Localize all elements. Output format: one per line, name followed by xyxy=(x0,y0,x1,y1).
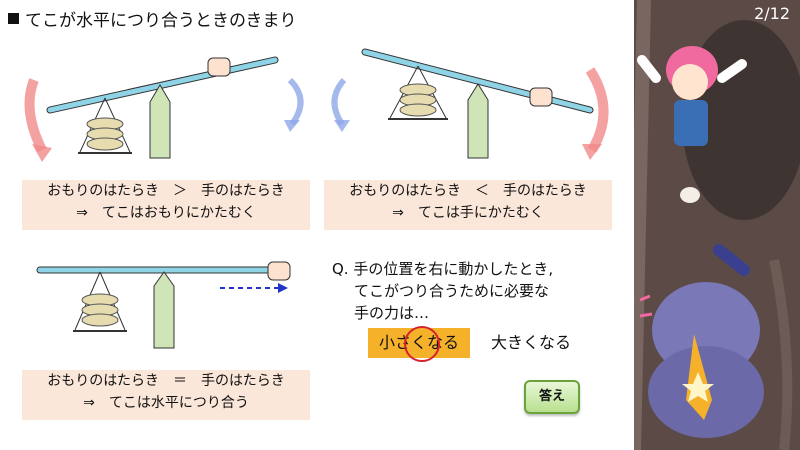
lever-diagram-weight-side xyxy=(24,56,304,162)
blue-rotate-arrow-icon xyxy=(287,77,304,126)
rule-2-line-2: ⇒ てこは手にかたむく xyxy=(392,205,544,221)
tree-characters-illustration xyxy=(634,0,800,450)
weight-stack xyxy=(78,97,132,154)
pink-rotate-arrow-icon-right xyxy=(585,67,609,153)
square-bullet-icon xyxy=(8,13,19,24)
lever-diagram-hand-side xyxy=(331,48,609,160)
page-title: てこが水平につり合うときのきまり xyxy=(8,6,297,31)
blue-rotate-arrow-icon-left xyxy=(331,77,347,126)
rule-box-1: おもりのはたらき ＞ 手のはたらき ⇒ てこはおもりにかたむく xyxy=(22,180,310,230)
rule-box-3: おもりのはたらき ＝ 手のはたらき ⇒ てこは水平につり合う xyxy=(22,370,310,420)
character-panel: 2/12 xyxy=(634,0,800,450)
pink-rotate-arrow-icon xyxy=(24,78,47,153)
question-line-3: 手の力は… xyxy=(354,304,430,322)
selection-circle xyxy=(404,326,440,362)
answer-button[interactable]: 答え xyxy=(524,380,580,414)
question-line-2: てこがつり合うために必要な xyxy=(354,282,550,300)
rule-box-2: おもりのはたらき ＜ 手のはたらき ⇒ てこは手にかたむく xyxy=(324,180,612,230)
rule-1-line-1: おもりのはたらき ＞ 手のはたらき xyxy=(47,183,285,199)
fulcrum xyxy=(149,84,171,159)
page-indicator: 2/12 xyxy=(754,4,790,23)
option-larger[interactable]: 大きくなる xyxy=(490,333,571,352)
lever-diagram-balanced xyxy=(36,261,291,349)
rule-2-line-1: おもりのはたらき ＜ 手のはたらき xyxy=(349,183,587,199)
page-title-text: てこが水平につり合うときのきまり xyxy=(25,11,297,31)
rule-1-line-2: ⇒ てこはおもりにかたむく xyxy=(76,205,256,221)
question-text: Q. 手の位置を右に動かしたとき, てこがつり合うために必要な 手の力は… xyxy=(332,258,553,324)
rule-3-line-2: ⇒ てこは水平につり合う xyxy=(83,395,249,411)
question-line-1: Q. 手の位置を右に動かしたとき, xyxy=(332,260,554,278)
rule-3-line-1: おもりのはたらき ＝ 手のはたらき xyxy=(47,373,285,389)
